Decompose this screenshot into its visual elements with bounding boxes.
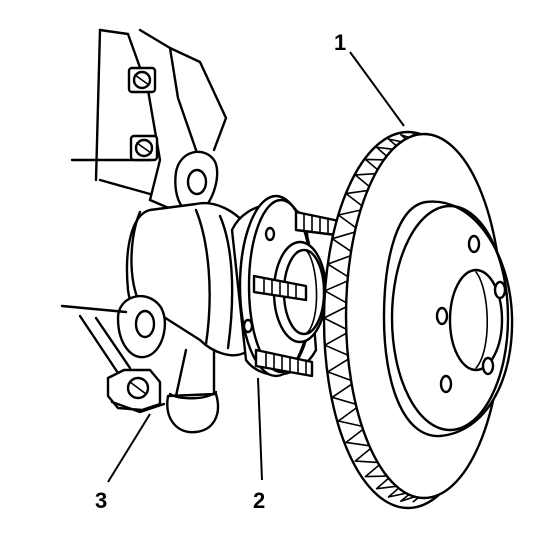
lug-hole-3 (481, 356, 495, 376)
steering-knuckle (116, 150, 252, 434)
leader-line-3 (107, 413, 151, 483)
wheel-stud-middle (252, 274, 308, 302)
wheel-stud-upper (294, 210, 346, 238)
strut-bolt-upper (127, 66, 157, 94)
callout-2-label: 2 (253, 488, 265, 513)
strut-bolt-lower (129, 134, 159, 162)
brake-rotor (322, 130, 514, 510)
lug-hole-2 (493, 280, 507, 300)
leader-lines (107, 51, 405, 483)
lug-hole-1 (467, 234, 481, 254)
callout-3-label: 3 (95, 488, 107, 513)
lug-hole-4 (439, 374, 453, 394)
lower-control-arm (60, 304, 132, 378)
knuckle-lower-bolt (106, 368, 166, 414)
wheel-stud-lower (254, 348, 314, 378)
leader-line-2 (257, 377, 263, 481)
callout-1-label: 1 (334, 30, 346, 55)
lug-hole-5 (435, 306, 449, 326)
leader-line-1 (349, 51, 405, 127)
